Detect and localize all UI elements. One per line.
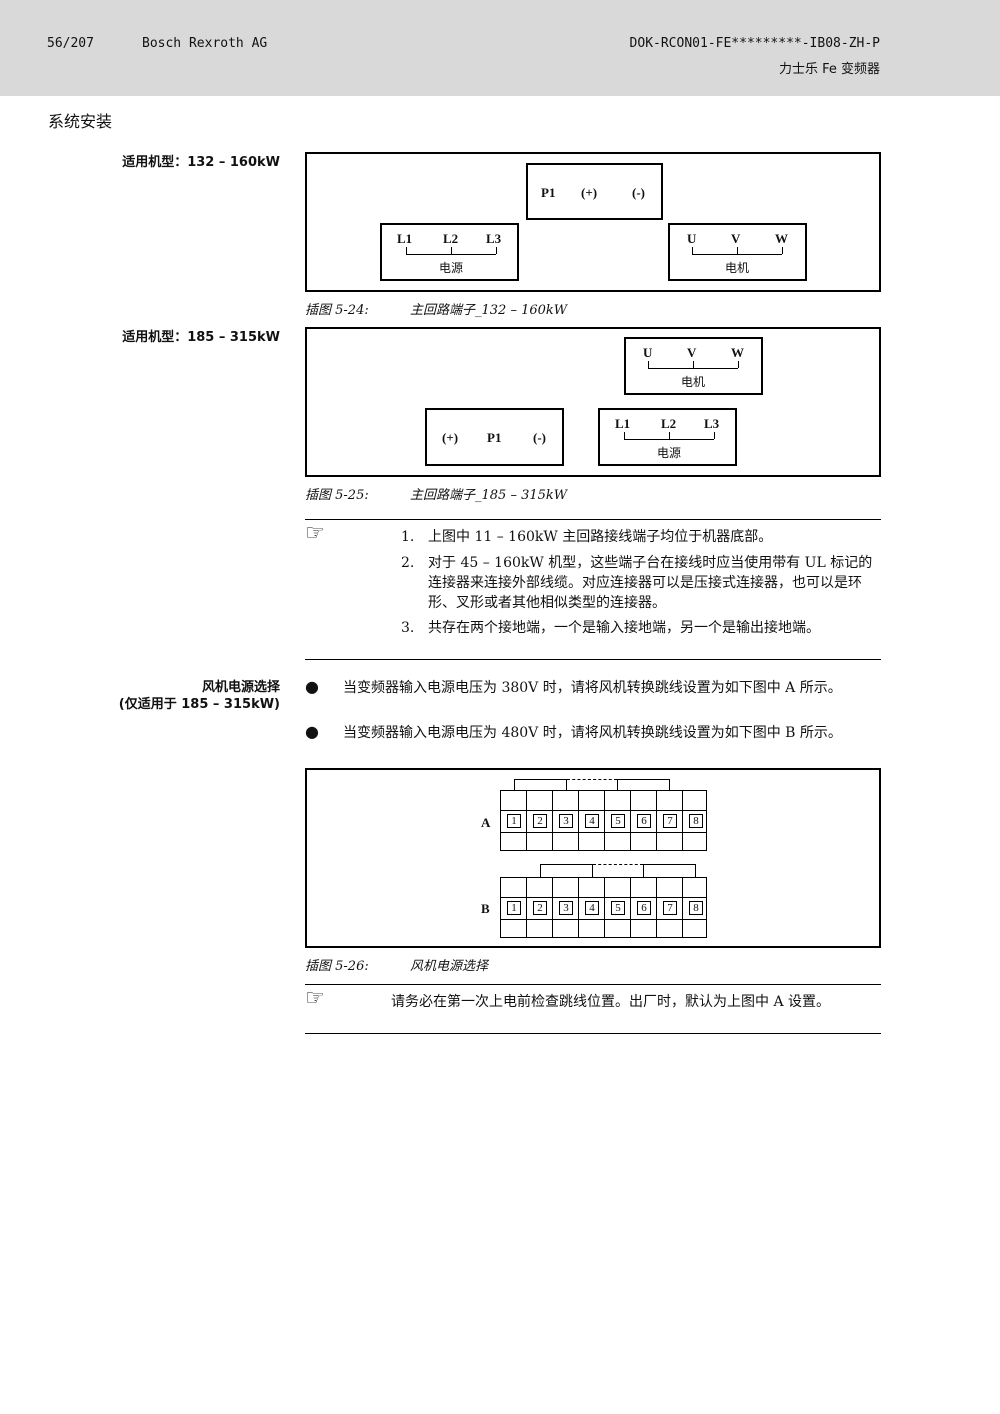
pin-number: 2 <box>533 814 547 828</box>
terminal-label: L2 <box>443 231 459 246</box>
fan-bullet-text: 当变频器输入电源电压为 380V 时，请将风机转换跳线设置为如下图中 A 所示。 <box>343 680 842 696</box>
terminal-label: L3 <box>704 416 720 431</box>
fig24-diagram: P1 (+) (-) L1 L2 L3 电源 U V W 电机 <box>305 152 881 292</box>
row-b-label: B <box>481 901 490 916</box>
pin-number: 6 <box>637 814 651 828</box>
power-terminal-block: L1 L2 L3 电源 <box>598 408 737 466</box>
caption-number: 插图 5-24: <box>305 303 369 318</box>
fig24-side-label: 适用机型：132 – 160kW <box>122 155 280 170</box>
terminal-label: (-) <box>632 185 645 200</box>
fig25-caption: 插图 5-25: 主回路端子_185 – 315kW <box>305 484 567 503</box>
pin-number: 1 <box>507 814 521 828</box>
jumper-block-b: 1 2 3 4 5 6 7 8 <box>500 877 707 938</box>
power-label: 电源 <box>657 446 682 460</box>
dc-terminal-block: (+) P1 (-) <box>425 408 564 466</box>
pointing-hand-icon: ☞ <box>305 986 325 1011</box>
pin-number: 7 <box>663 901 677 915</box>
power-label: 电源 <box>439 261 464 275</box>
caption-number: 插图 5-25: <box>305 488 369 503</box>
document-id: DOK-RCON01-FE*********-IB08-ZH-P <box>629 36 880 51</box>
jumper-block-a: 1 2 3 4 5 6 7 8 <box>500 790 707 851</box>
bullet-icon: ● <box>305 677 319 696</box>
fan-side-label: 风机电源选择 <box>201 680 280 695</box>
pin-number: 3 <box>559 901 573 915</box>
pin-number: 2 <box>533 901 547 915</box>
terminal-label: (+) <box>581 185 598 200</box>
terminal-label: W <box>731 345 744 360</box>
pin-number: 7 <box>663 814 677 828</box>
fig26-caption: 插图 5-26: 风机电源选择 <box>305 955 488 974</box>
caption-text: 主回路端子_185 – 315kW <box>410 488 568 503</box>
power-terminal-block: L1 L2 L3 电源 <box>380 223 519 281</box>
terminal-label: (+) <box>442 430 459 445</box>
product-name: 力士乐 Fe 变频器 <box>778 62 880 77</box>
pin-number: 3 <box>559 814 573 828</box>
pin-number: 8 <box>689 901 703 915</box>
motor-label: 电机 <box>725 261 750 275</box>
section-title: 系统安装 <box>48 112 113 131</box>
terminal-label: V <box>687 345 697 360</box>
note2-bottom-rule <box>305 1033 881 1034</box>
row-a-label: A <box>481 815 491 830</box>
fig24-caption: 插图 5-24: 主回路端子_132 – 160kW <box>305 299 567 318</box>
caption-text: 主回路端子_132 – 160kW <box>410 303 568 318</box>
caption-number: 插图 5-26: <box>305 959 369 974</box>
note2-text: 请务必在第一次上电前检查跳线位置。出厂时，默认为上图中 A 设置。 <box>391 994 831 1010</box>
terminal-label: L2 <box>661 416 677 431</box>
terminal-label: P1 <box>487 430 502 445</box>
pointing-hand-icon: ☞ <box>305 521 325 546</box>
fan-side-sublabel: (仅适用于 185 – 315kW) <box>118 697 280 712</box>
note2-top-rule <box>305 984 881 985</box>
pin-number: 5 <box>611 814 625 828</box>
dc-terminal-block: P1 (+) (-) <box>526 163 663 220</box>
bus-line <box>624 439 714 440</box>
caption-text: 风机电源选择 <box>410 959 489 974</box>
bullet-icon: ● <box>305 722 319 741</box>
note1-bottom-rule <box>305 659 881 660</box>
pin-number: 8 <box>689 814 703 828</box>
terminal-label: V <box>731 231 741 246</box>
terminal-label: P1 <box>541 185 556 200</box>
note1-top-rule <box>305 519 881 520</box>
pin-number: 4 <box>585 901 599 915</box>
terminal-label: L1 <box>615 416 631 431</box>
terminal-label: (-) <box>533 430 546 445</box>
fig26-diagram: 1 2 3 4 5 6 7 8 A 1 2 3 4 5 6 7 8 B <box>305 768 881 948</box>
page-number: 56/207 <box>47 36 94 51</box>
terminal-label: L1 <box>397 231 413 246</box>
bus-line <box>648 368 738 369</box>
brand-name: Bosch Rexroth AG <box>142 36 268 51</box>
terminal-label: W <box>775 231 788 246</box>
bus-line <box>692 254 782 255</box>
fan-bullet-text: 当变频器输入电源电压为 480V 时，请将风机转换跳线设置为如下图中 B 所示。 <box>343 725 842 741</box>
terminal-label: U <box>643 345 653 360</box>
motor-label: 电机 <box>681 375 706 389</box>
fig25-diagram: U V W 电机 (+) P1 (-) L1 L2 L3 电源 <box>305 327 881 477</box>
fig25-side-label: 适用机型：185 – 315kW <box>122 330 280 345</box>
pin-number: 4 <box>585 814 599 828</box>
pin-number: 6 <box>637 901 651 915</box>
page-header: 56/207 Bosch Rexroth AG DOK-RCON01-FE***… <box>0 0 1000 96</box>
bus-line <box>406 254 496 255</box>
pin-number: 5 <box>611 901 625 915</box>
motor-terminal-block: U V W 电机 <box>624 337 763 395</box>
pin-number: 1 <box>507 901 521 915</box>
terminal-label: U <box>687 231 697 246</box>
motor-terminal-block: U V W 电机 <box>668 223 807 281</box>
terminal-label: L3 <box>486 231 502 246</box>
